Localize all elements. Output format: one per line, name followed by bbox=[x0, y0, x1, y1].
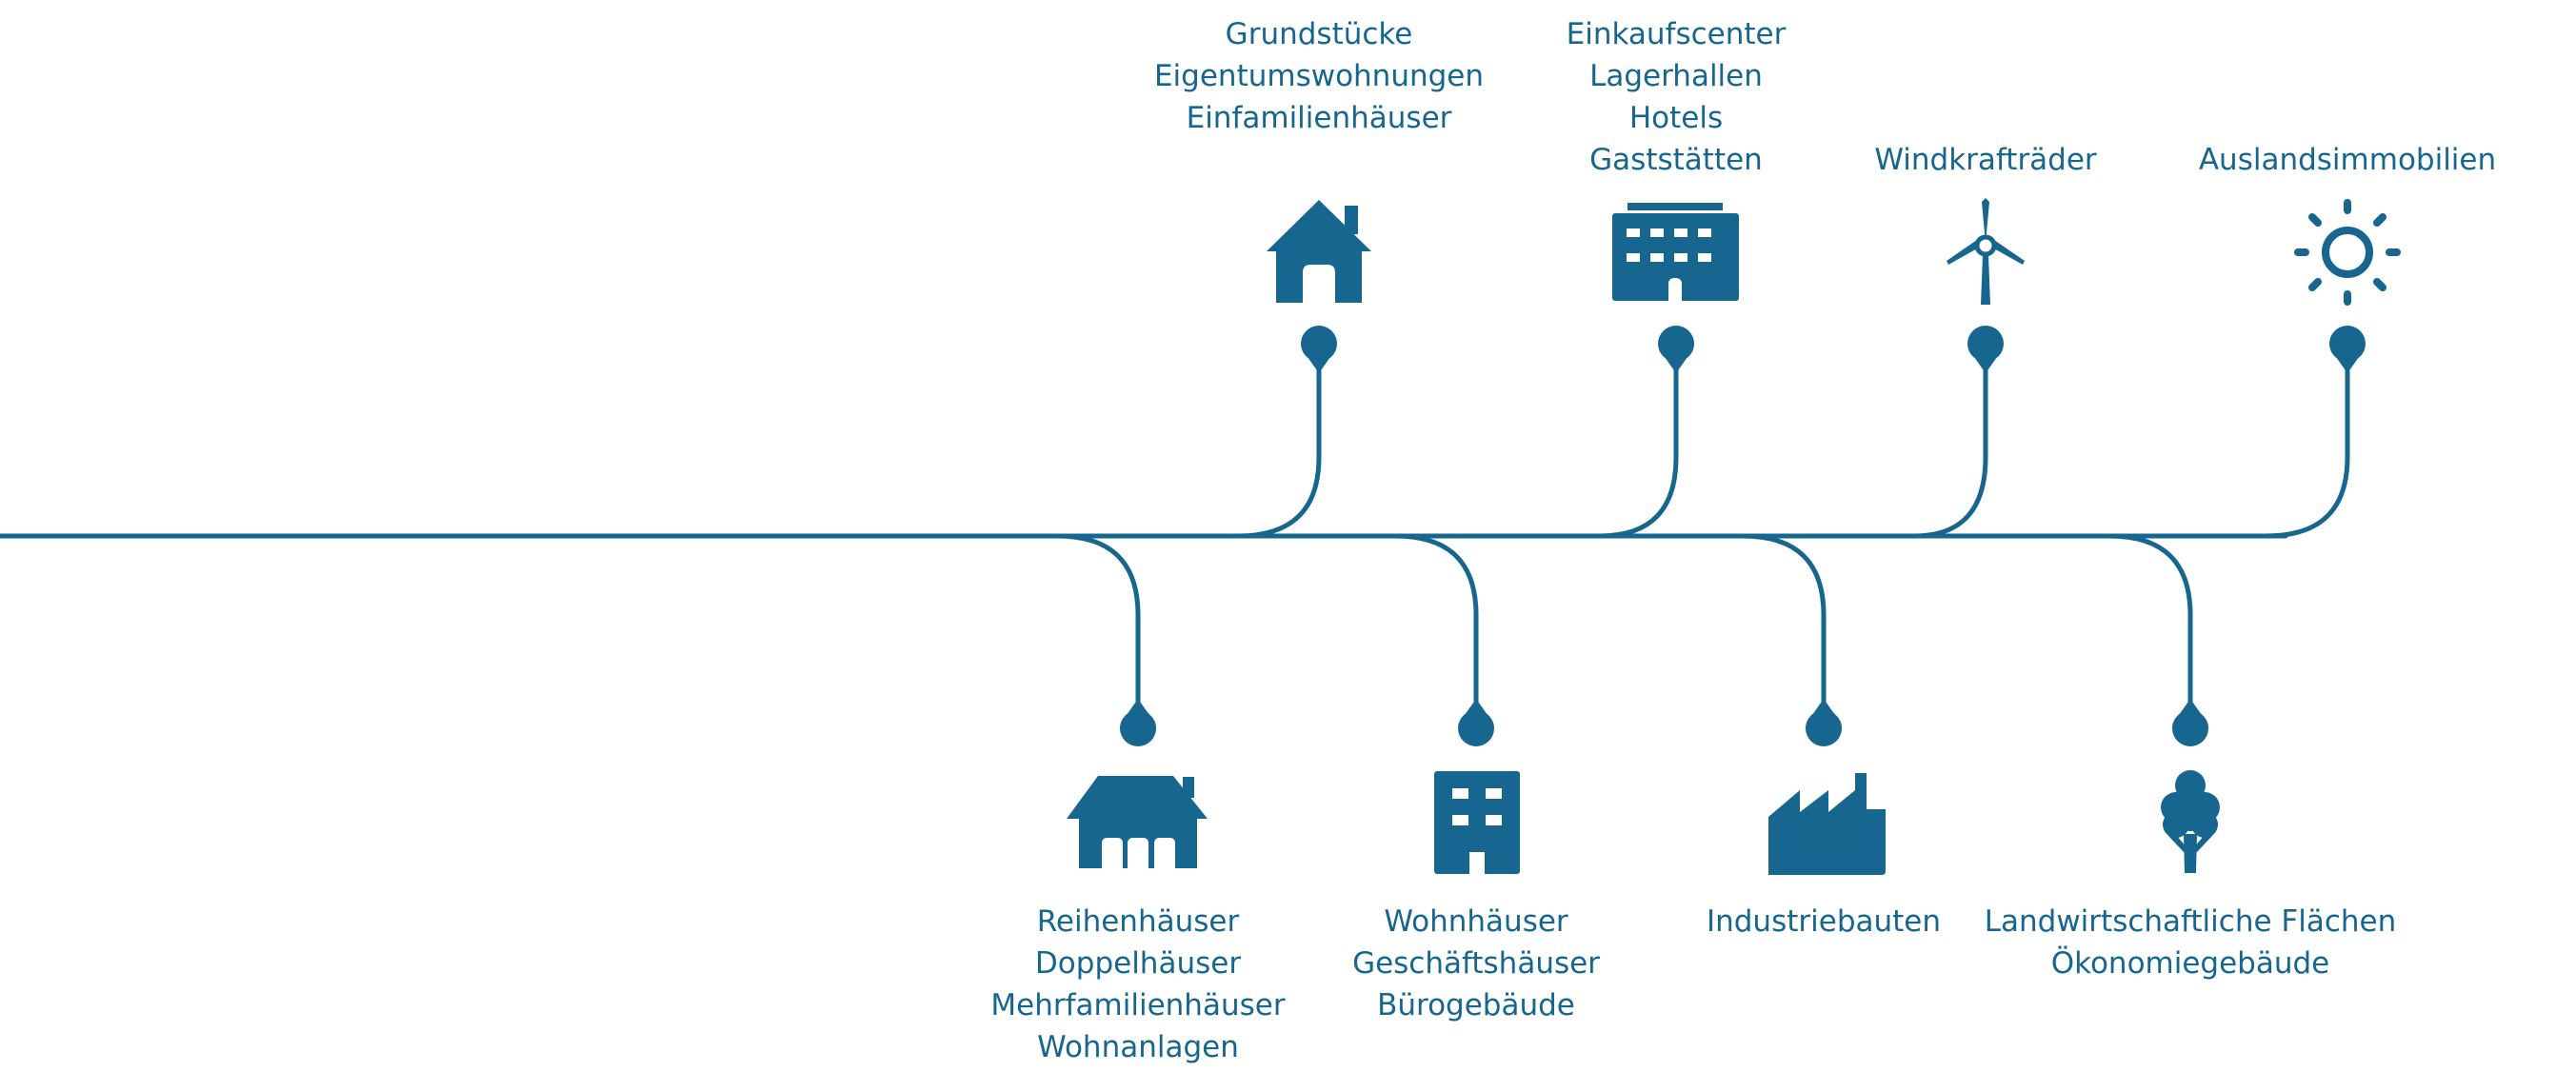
label-line: Doppelhäuser bbox=[1034, 946, 1242, 981]
pin-top-4 bbox=[2329, 326, 2366, 373]
label-bottom-4: Landwirtschaftliche Flächen Ökonomiegebä… bbox=[1985, 901, 2397, 984]
label-line: Wohnhäuser bbox=[1384, 904, 1568, 939]
sun-icon bbox=[2294, 199, 2401, 306]
label-line: Grundstücke bbox=[1225, 17, 1413, 51]
pin-bottom-3 bbox=[1806, 699, 1842, 746]
branch-bottom-3 bbox=[1740, 533, 1827, 730]
branch-top-4 bbox=[2264, 342, 2350, 539]
house-icon bbox=[1267, 200, 1371, 303]
label-line: Hotels bbox=[1628, 101, 1724, 135]
branch-bottom-2 bbox=[1392, 533, 1479, 730]
label-line: Gaststätten bbox=[1589, 143, 1763, 177]
label-line: Reihenhäuser bbox=[1036, 904, 1240, 939]
label-line: Einfamilienhäuser bbox=[1186, 101, 1452, 135]
label-top-2: Einkaufscenter Lagerhallen Hotels Gastst… bbox=[1567, 13, 1787, 181]
pin-top-1 bbox=[1301, 326, 1337, 373]
label-line: Industriebauten bbox=[1706, 904, 1942, 939]
pin-bottom-2 bbox=[1458, 699, 1494, 746]
label-line: Windkrafträder bbox=[1874, 143, 2097, 177]
label-bottom-2: Wohnhäuser Geschäftshäuser Bürogebäude bbox=[1352, 901, 1600, 1026]
label-line: Landwirtschaftliche Flächen bbox=[1984, 904, 2397, 939]
wind-turbine-icon bbox=[1947, 198, 2025, 305]
label-line: Auslandsimmobilien bbox=[2198, 143, 2497, 177]
branch-top-1 bbox=[1235, 342, 1322, 539]
label-line: Wohnanlagen bbox=[1037, 1030, 1239, 1064]
branch-top-3 bbox=[1911, 342, 1988, 539]
branch-top-2 bbox=[1597, 342, 1679, 539]
pin-bottom-1 bbox=[1120, 699, 1156, 746]
pin-top-3 bbox=[1967, 326, 2004, 373]
factory-icon bbox=[1768, 773, 1886, 875]
tree-icon bbox=[2161, 770, 2220, 873]
pin-bottom-4 bbox=[2172, 699, 2208, 746]
label-top-3: Windkrafträder bbox=[1874, 139, 2096, 181]
label-bottom-3: Industriebauten bbox=[1707, 901, 1941, 943]
office-building-icon bbox=[1434, 771, 1520, 874]
label-line: Bürogebäude bbox=[1377, 988, 1575, 1022]
label-line: Geschäftshäuser bbox=[1352, 946, 1600, 981]
label-line: Einkaufscenter bbox=[1566, 17, 1787, 51]
branch-bottom-4 bbox=[2107, 533, 2193, 730]
label-bottom-1: Reihenhäuser Doppelhäuser Mehrfamilienhä… bbox=[990, 901, 1285, 1068]
label-line: Eigentumswohnungen bbox=[1153, 59, 1485, 93]
label-line: Lagerhallen bbox=[1589, 59, 1763, 93]
pin-top-2 bbox=[1658, 326, 1694, 373]
label-line: Mehrfamilienhäuser bbox=[990, 988, 1286, 1022]
label-line: Ökonomiegebäude bbox=[2050, 946, 2330, 981]
label-top-4: Auslandsimmobilien bbox=[2199, 139, 2496, 181]
label-top-1: Grundstücke Eigentumswohnungen Einfamili… bbox=[1154, 13, 1484, 139]
branch-bottom-1 bbox=[1054, 533, 1141, 730]
row-houses-icon bbox=[1067, 776, 1208, 868]
commercial-building-icon bbox=[1612, 203, 1739, 301]
